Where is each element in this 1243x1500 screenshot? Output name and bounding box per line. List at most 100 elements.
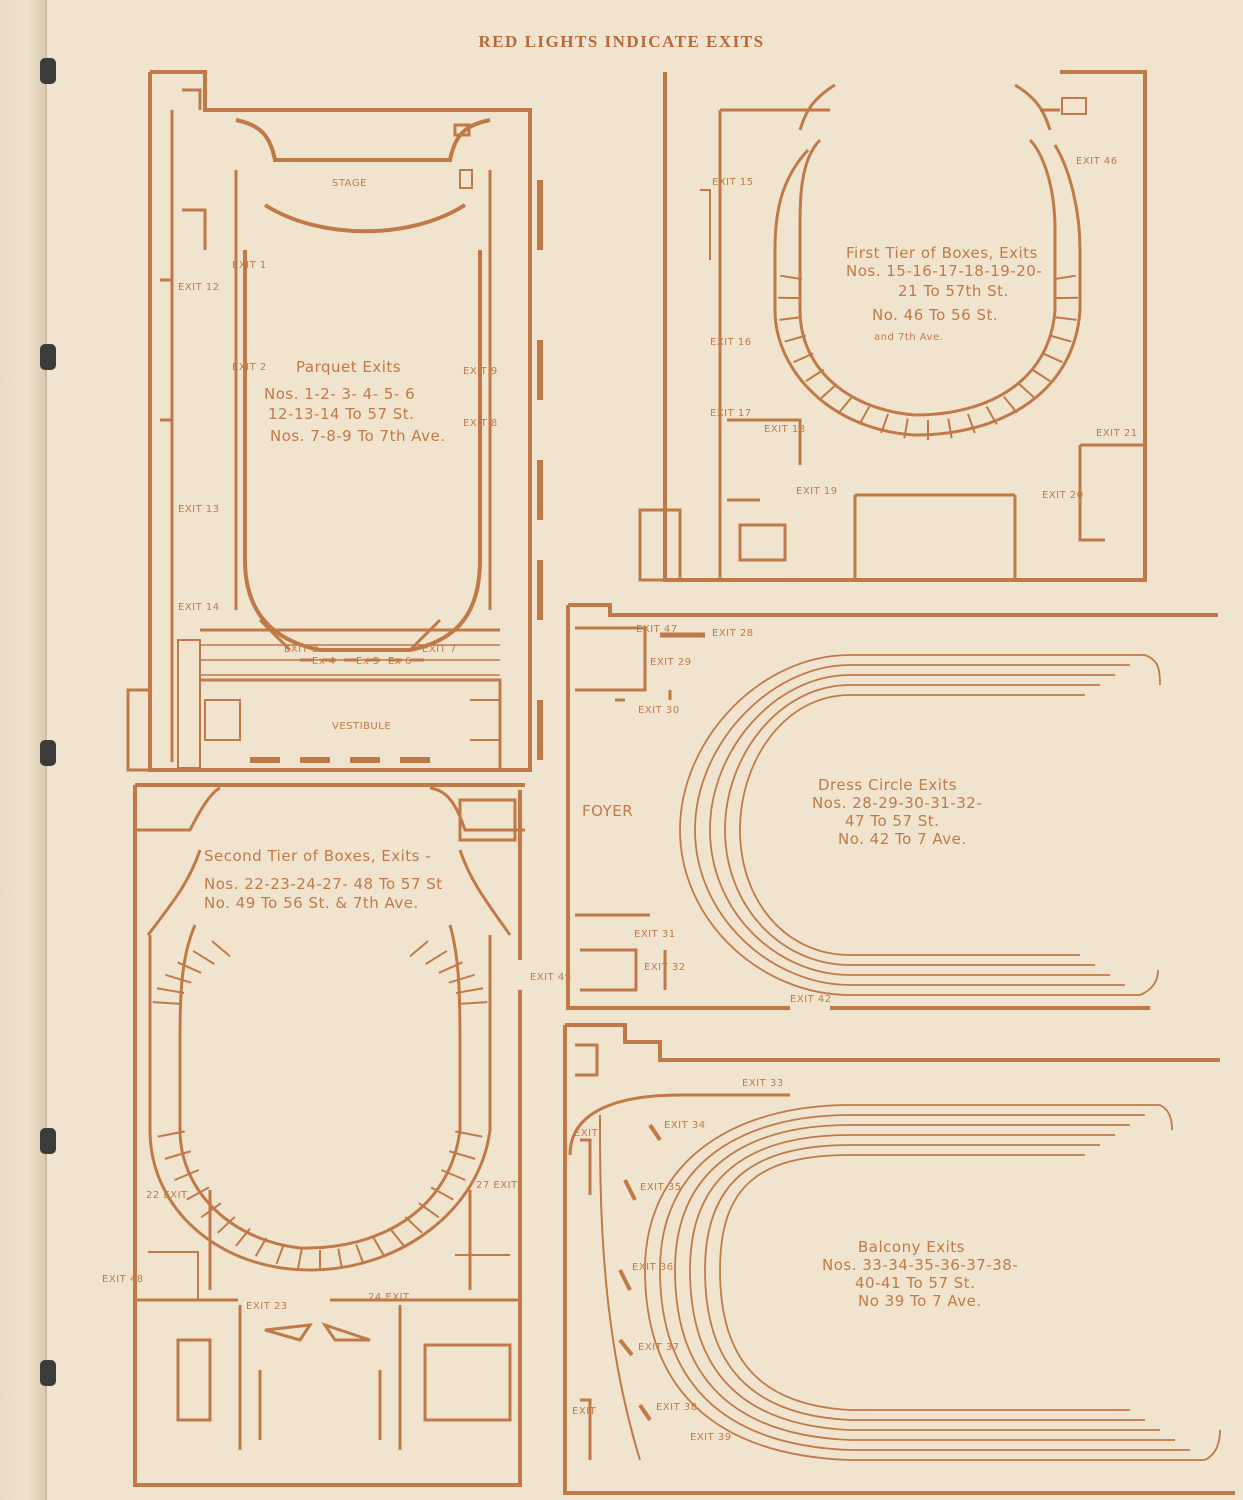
exit-30-label: EXIT 30 <box>638 705 680 716</box>
seat-mark <box>448 973 475 984</box>
seat-mark <box>438 961 463 974</box>
seat-mark <box>211 940 231 958</box>
seat-mark <box>1049 334 1072 343</box>
exit-7-label: EXIT 7 <box>422 644 457 655</box>
stage-label: STAGE <box>332 178 367 189</box>
exit-23-label: EXIT 23 <box>246 1301 288 1312</box>
seat-mark <box>297 1248 303 1269</box>
seat-mark <box>174 1169 200 1181</box>
seat-mark <box>805 368 825 383</box>
exit-27-label: 27 EXIT <box>476 1180 518 1191</box>
seat-mark <box>880 413 890 434</box>
seat-mark <box>1031 368 1051 383</box>
seat-mark <box>235 1227 251 1247</box>
seat-mark <box>156 987 185 995</box>
seat-mark <box>780 274 803 281</box>
dress-circle-heading: Dress Circle Exits <box>818 776 957 794</box>
seat-mark <box>449 1150 476 1160</box>
exit-18-label: EXIT 18 <box>764 424 806 435</box>
second-tier-line1: Nos. 22-23-24-27- 48 To 57 St <box>204 875 443 893</box>
exit-47-label: EXIT 47 <box>636 624 678 635</box>
parquet-line1: Nos. 1-2- 3- 4- 5- 6 <box>264 385 415 403</box>
dress-circle-plan <box>566 603 1218 1010</box>
exit-40-label: EXIT <box>574 1128 599 1139</box>
seat-mark <box>165 973 192 984</box>
parquet-line2: 12-13-14 To 57 St. <box>268 405 414 423</box>
exit-5-label: Ex 5 <box>356 656 380 667</box>
first-tier-heading: First Tier of Boxes, Exits <box>846 244 1038 262</box>
seat-mark <box>903 418 909 439</box>
binding-hole <box>40 344 56 370</box>
balcony-line1: Nos. 33-34-35-36-37-38- <box>822 1256 1018 1274</box>
exit-41-label: EXIT <box>572 1406 597 1417</box>
seat-mark <box>440 1169 466 1181</box>
exit-22-label: 22 EXIT <box>146 1190 188 1201</box>
exit-39-label: EXIT 39 <box>690 1432 732 1443</box>
vestibule-label: VESTIBULE <box>332 721 391 732</box>
exit-33-label: EXIT 33 <box>742 1078 784 1089</box>
exit-20-label: EXIT 20 <box>1042 490 1084 501</box>
exit-3-label: EXIT 3 <box>284 644 319 655</box>
seat-mark <box>192 950 215 965</box>
exit-19-label: EXIT 19 <box>796 486 838 497</box>
binding-hole <box>40 58 56 84</box>
seat-mark <box>275 1244 285 1265</box>
exit-1-label: EXIT 1 <box>232 260 267 271</box>
seat-mark <box>355 1244 365 1265</box>
first-tier-plan <box>638 70 1147 582</box>
exit-37-label: EXIT 37 <box>638 1342 680 1353</box>
seat-mark <box>177 961 202 974</box>
exit-15-label: EXIT 15 <box>712 177 754 188</box>
exit-28-label: EXIT 28 <box>712 628 754 639</box>
seat-mark <box>455 987 484 995</box>
seat-mark <box>1042 352 1063 364</box>
seat-mark <box>425 950 448 965</box>
seat-mark <box>459 1001 488 1005</box>
seat-mark <box>164 1150 191 1160</box>
page-title: RED LIGHTS INDICATE EXITS <box>478 32 765 51</box>
seat-mark <box>200 1202 222 1219</box>
first-tier-line3: No. 46 To 56 St. <box>872 306 998 324</box>
second-tier-plan <box>133 783 525 1487</box>
seat-mark <box>430 1186 454 1201</box>
exit-46-label: EXIT 46 <box>1076 156 1118 167</box>
binding-hole <box>40 1128 56 1154</box>
seat-mark <box>186 1186 210 1201</box>
second-tier-line2: No. 49 To 56 St. & 7th Ave. <box>204 894 419 912</box>
seat-mark <box>985 406 998 425</box>
exit-35-label: EXIT 35 <box>640 1182 682 1193</box>
seat-mark <box>966 413 976 434</box>
exit-29-label: EXIT 29 <box>650 657 692 668</box>
seat-mark <box>1018 383 1036 399</box>
exit-12-label: EXIT 12 <box>178 282 220 293</box>
seat-mark <box>793 352 814 364</box>
first-tier-line4: and 7th Ave. <box>874 332 943 343</box>
seat-mark <box>254 1237 268 1257</box>
seat-mark <box>820 383 838 399</box>
seat-mark <box>372 1237 386 1257</box>
seat-mark <box>409 940 429 958</box>
seat-mark <box>947 418 953 439</box>
seat-mark <box>389 1227 405 1247</box>
foyer-label: FOYER <box>582 802 633 820</box>
exit-13-label: EXIT 13 <box>178 504 220 515</box>
exit-48-label: EXIT 48 <box>102 1274 144 1285</box>
exit-17-label: EXIT 17 <box>710 408 752 419</box>
exit-24-label: 24 EXIT <box>368 1292 410 1303</box>
balcony-line3: No 39 To 7 Ave. <box>858 1292 982 1310</box>
seat-mark <box>1054 316 1077 321</box>
seat-mark <box>217 1216 236 1234</box>
balcony-heading: Balcony Exits <box>858 1238 965 1256</box>
dress-circle-line1: Nos. 28-29-30-31-32- <box>812 794 982 812</box>
seat-mark <box>784 334 807 343</box>
dress-circle-line3: No. 42 To 7 Ave. <box>838 830 967 848</box>
exit-8-label: EXIT 8 <box>463 418 498 429</box>
seat-mark <box>418 1202 440 1219</box>
seat-mark <box>157 1130 185 1138</box>
exit-2-label: EXIT 2 <box>232 362 267 373</box>
balcony-line2: 40-41 To 57 St. <box>855 1274 975 1292</box>
binding-hole <box>40 1360 56 1386</box>
exit-31-label: EXIT 31 <box>634 929 676 940</box>
seat-mark <box>1003 396 1018 414</box>
